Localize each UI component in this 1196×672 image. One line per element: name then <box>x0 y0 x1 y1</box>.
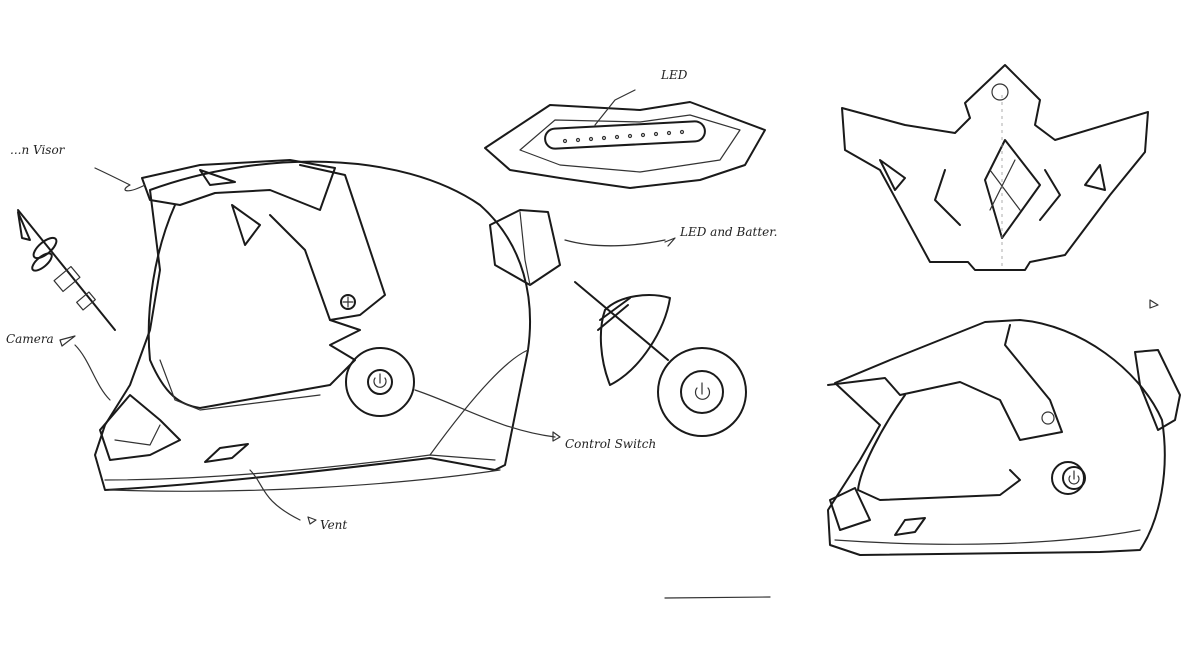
led-label: LED <box>661 68 688 82</box>
vent-label: Vent <box>320 518 348 532</box>
chin-guard-part <box>841 64 1149 271</box>
power-icon <box>694 382 711 400</box>
three-quarter-helmet <box>827 299 1181 556</box>
power-icon <box>1068 470 1080 485</box>
led-battery-label: LED and Batter. <box>680 225 778 239</box>
switch-detail <box>574 281 747 437</box>
led-strip-part <box>484 89 766 189</box>
control-switch-label: Control Switch <box>565 437 657 451</box>
stray-line <box>664 596 771 599</box>
power-icon <box>373 373 387 388</box>
camera-exploded <box>17 209 116 331</box>
side-helmet <box>74 159 666 521</box>
camera-label: Camera <box>6 332 54 346</box>
visor-label: ...n Visor <box>10 143 65 157</box>
